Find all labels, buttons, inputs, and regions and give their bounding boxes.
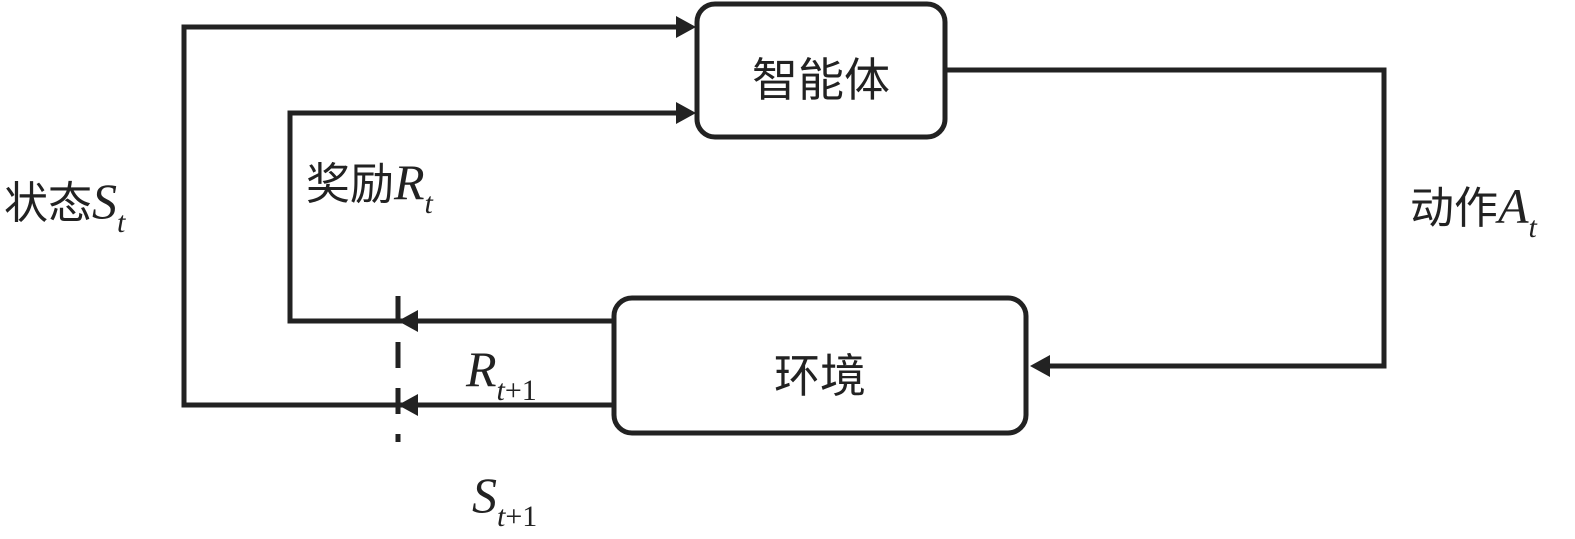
action-subscript: t <box>1528 211 1537 244</box>
action-arrowhead <box>1030 355 1050 377</box>
next-state-subscript-var: t <box>497 500 506 533</box>
next-reward-symbol: R <box>466 341 497 397</box>
action-label: 动作At <box>1410 178 1537 243</box>
next-state-label: St+1 <box>472 467 537 532</box>
next-state-subscript-rest: +1 <box>505 500 538 533</box>
reward-subscript: t <box>424 187 433 220</box>
agent-box <box>694 1 948 140</box>
environment-box <box>611 295 1029 436</box>
reward-arrowhead <box>676 102 696 124</box>
next-state-arrowhead <box>398 394 418 416</box>
state-arrowhead <box>676 16 696 38</box>
reward-label: 奖励Rt <box>306 154 433 219</box>
next-reward-arrowhead <box>398 310 418 332</box>
agent-label: 智能体 <box>752 53 890 107</box>
reward-text: 奖励 <box>306 159 394 210</box>
reward-connector <box>287 110 676 324</box>
next-reward-subscript-rest: +1 <box>504 374 537 407</box>
state-symbol: S <box>92 173 117 229</box>
environment-label: 环境 <box>774 349 866 403</box>
state-text: 状态 <box>4 178 92 229</box>
action-text: 动作 <box>1410 183 1498 234</box>
state-subscript: t <box>117 206 126 239</box>
next-reward-subscript-var: t <box>496 374 505 407</box>
next-state-symbol: S <box>472 467 497 523</box>
action-symbol: A <box>1498 178 1529 234</box>
reward-symbol: R <box>394 154 425 210</box>
action-connector <box>947 67 1387 369</box>
state-label: 状态St <box>4 173 125 238</box>
next-reward-label: Rt+1 <box>466 341 537 406</box>
